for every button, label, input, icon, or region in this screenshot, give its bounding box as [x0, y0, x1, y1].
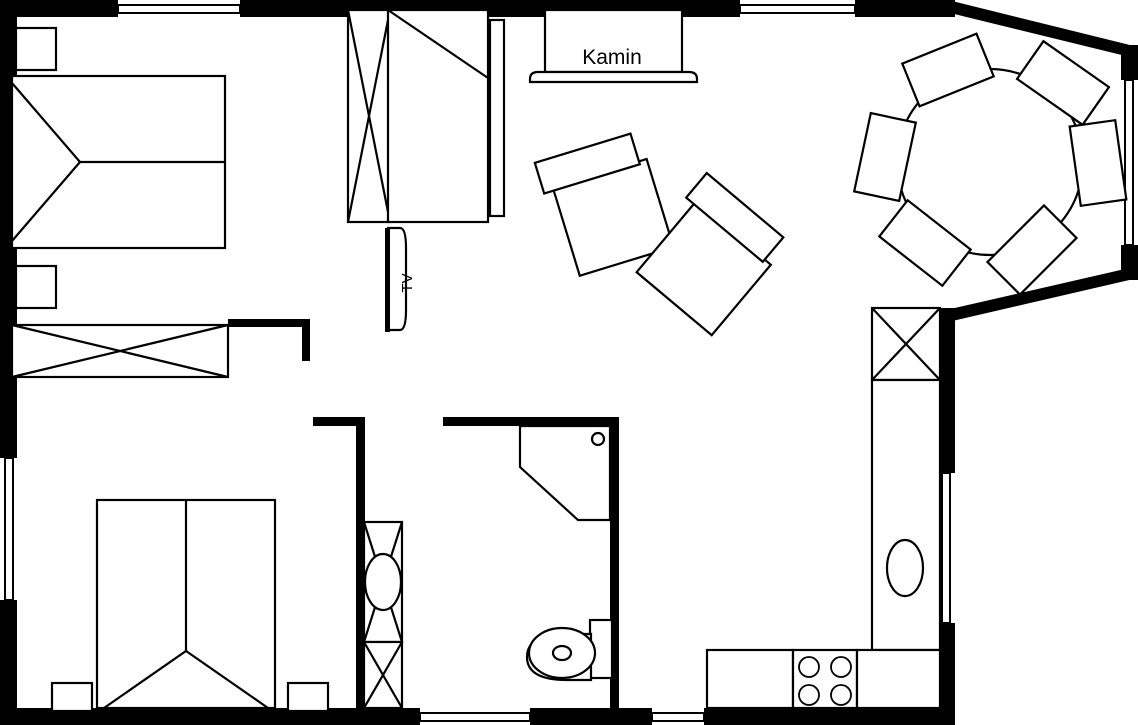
- toilet-bowl-inner: [551, 644, 573, 662]
- wall-stub-vertical: [302, 319, 310, 361]
- fireplace-body: [543, 8, 684, 74]
- dining-area-group: [852, 32, 1128, 297]
- wall-right-stub-top: [938, 0, 955, 17]
- window-top-1: [117, 4, 241, 14]
- kitchen-furniture: [705, 306, 942, 710]
- wall-bottom-segment-3: [704, 708, 938, 725]
- tv-wall-bracket: [385, 228, 390, 332]
- armchair-2-group: [635, 171, 785, 337]
- kitchen-counter-left: [705, 648, 795, 710]
- wall-bathroom-right: [610, 417, 619, 708]
- wall-left-segment-3: [0, 600, 17, 725]
- wardrobe-top-x2: [346, 9, 392, 223]
- window-bottom-1: [419, 712, 531, 722]
- wardrobe-top-side-panel: [488, 18, 506, 218]
- wall-right-segment-1: [938, 308, 955, 473]
- shower-drain: [590, 431, 606, 447]
- fireplace-group: Kamin: [528, 8, 699, 84]
- wall-top-segment-3: [855, 0, 955, 17]
- cooktop-burner-2: [830, 656, 852, 678]
- kitchen-cabinet-x2: [871, 307, 941, 381]
- tv-label: TV: [399, 273, 416, 292]
- wall-interior-horizontal-1: [313, 417, 365, 426]
- window-bay-right: [1124, 79, 1134, 246]
- wall-bay-diagonal-bottom: [946, 266, 1138, 322]
- vanity-sink: [363, 552, 403, 612]
- wall-right-segment-2: [938, 623, 955, 725]
- nightstand-left-top: [14, 26, 58, 72]
- armchair-1-group: [533, 132, 675, 278]
- wall-bottom-segment-1: [0, 708, 420, 725]
- dining-chair: [877, 198, 973, 288]
- nightstand-bottom-left: [50, 681, 94, 713]
- kitchen-sink: [885, 538, 925, 598]
- dining-chair-2: [1015, 39, 1111, 127]
- tv-unit-group: TV: [385, 226, 416, 332]
- armchair-1-back: [533, 132, 642, 195]
- dining-chair-6: [852, 111, 918, 203]
- cooktop-burner-3: [798, 684, 820, 706]
- wardrobe-top-door-swing: [387, 9, 489, 79]
- armchair-2-back: [684, 171, 785, 264]
- wardrobe-left-group: [10, 319, 310, 379]
- wall-stub-horizontal: [228, 319, 310, 327]
- wardrobe-top-group: [346, 8, 506, 224]
- bathroom-furniture: [518, 424, 614, 682]
- nightstand-left-bottom: [14, 264, 58, 310]
- dining-chair-5: [877, 198, 973, 288]
- vanity-group: [362, 520, 404, 710]
- wall-bay-right-corner-top: [1121, 45, 1138, 80]
- wardrobe-left-x2: [11, 323, 229, 379]
- wall-bathroom-top: [443, 417, 618, 426]
- bedroom-1-furniture: [10, 26, 227, 310]
- kitchen-counter-right: [855, 648, 942, 710]
- dining-chair: [985, 203, 1079, 297]
- dining-chair-3: [1068, 118, 1128, 208]
- cooktop-burner-4: [830, 684, 852, 706]
- wall-bottom-segment-2: [530, 708, 652, 725]
- kitchen-counter-vertical: [870, 378, 942, 652]
- window-bottom-2: [651, 712, 705, 722]
- window-top-2: [739, 4, 856, 14]
- fireplace-label: Kamin: [582, 46, 642, 69]
- bedroom-2-furniture: [50, 498, 330, 713]
- tv-unit: [386, 226, 408, 332]
- dining-chair-4: [985, 203, 1079, 297]
- dining-chair: [852, 111, 918, 203]
- cooktop-burner-1: [798, 656, 820, 678]
- wall-top-segment-1: [0, 0, 118, 17]
- vanity-cabinet-x2: [363, 641, 403, 709]
- fireplace-hearth: [528, 70, 699, 84]
- window-right-interior: [941, 472, 951, 624]
- dining-chair-1: [900, 32, 996, 108]
- dining-chair: [1015, 39, 1111, 127]
- dining-chair: [900, 32, 996, 108]
- dining-chair: [1068, 118, 1128, 208]
- wall-bay-diagonal-top: [946, 0, 1138, 59]
- window-left-1: [4, 457, 14, 601]
- nightstand-bottom-right: [286, 681, 330, 713]
- wall-interior-vertical-1: [356, 417, 365, 708]
- corner-shower: [518, 424, 612, 522]
- wardrobe-top-body: [386, 8, 490, 224]
